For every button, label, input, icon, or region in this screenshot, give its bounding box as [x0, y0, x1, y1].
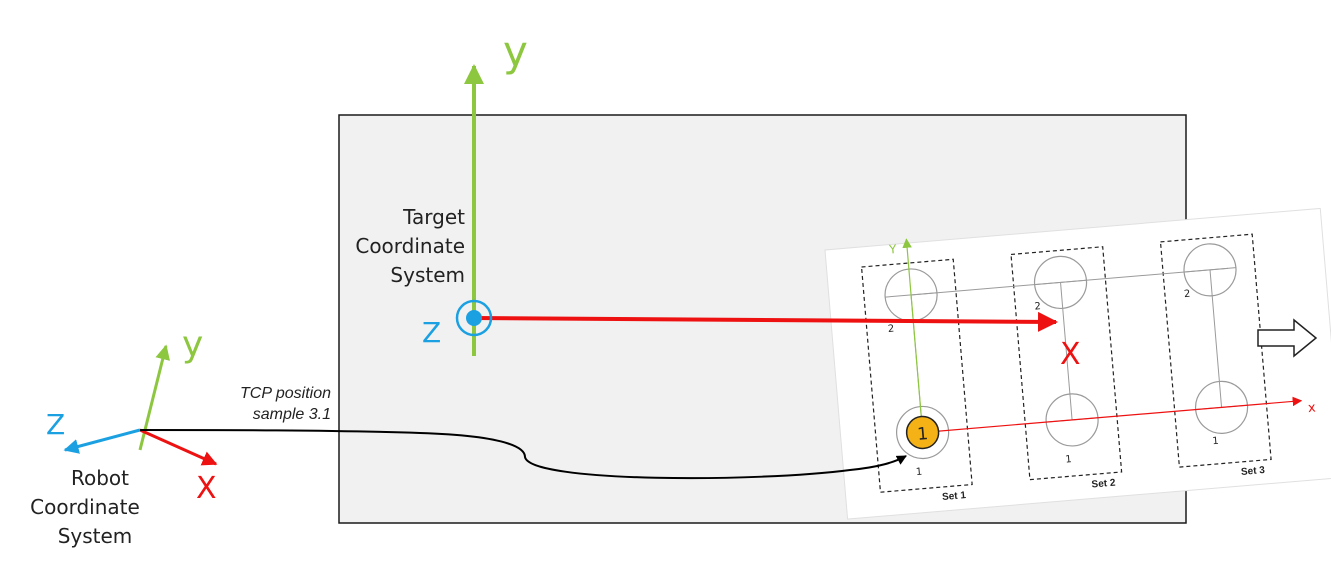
origin-marker-number: 1	[917, 424, 929, 445]
calibration-plate: x Y 1 2 1 2 1 2 1 Set 1 Set 2 Set 3	[824, 207, 1331, 520]
target-z-ring-icon	[455, 299, 493, 337]
set-2-label: Set 2	[1091, 477, 1116, 490]
robot-z-axis	[63, 428, 141, 454]
set-1-label: Set 1	[942, 490, 967, 503]
target-y-label: y	[503, 27, 528, 76]
plate-y-axis	[902, 238, 924, 433]
robot-x-label: X	[196, 471, 217, 506]
plate-sheet	[824, 207, 1331, 520]
target-z-label: Z	[422, 316, 441, 349]
set-1-box	[860, 258, 973, 493]
robot-cs-label-line3: System	[58, 524, 133, 548]
target-z-dot-icon	[466, 310, 482, 326]
set-3-box	[1159, 233, 1272, 468]
plate-x-axis	[922, 396, 1303, 434]
set-1-top-number: 2	[887, 324, 894, 335]
tcp-label-line2: sample 3.1	[253, 406, 331, 423]
tcp-connector-curve	[139, 429, 907, 480]
target-cs-label-line3: System	[390, 263, 465, 287]
set-1-bottom-number: 1	[915, 467, 922, 478]
robot-cs-label-line1: Robot	[71, 466, 129, 490]
set-3-label: Set 3	[1241, 465, 1266, 478]
plate-x-label: x	[1307, 400, 1316, 416]
set-2-top-number: 2	[1034, 301, 1041, 312]
set-3-circle-top-crosshair	[1184, 267, 1236, 273]
robot-x-axis	[139, 428, 218, 466]
target-cs-label-line1: Target	[402, 205, 465, 229]
origin-marker	[905, 415, 940, 450]
target-cs-label-line2: Coordinate	[355, 234, 465, 258]
set-2-circle-top-crosshair	[1034, 279, 1087, 286]
robot-z-label: Z	[46, 408, 65, 441]
direction-arrow-icon	[1257, 318, 1318, 358]
robot-cs-label-line2: Coordinate	[30, 495, 140, 519]
set-3-top-number: 2	[1184, 289, 1191, 300]
set-2-vertical-line	[1060, 282, 1073, 420]
plate-y-label: Y	[888, 242, 898, 257]
target-x-label: X	[1060, 337, 1081, 372]
robot-y-label: y	[182, 324, 203, 365]
target-x-axis	[473, 311, 1058, 332]
set-2-bottom-number: 1	[1065, 454, 1072, 465]
tcp-label-line1: TCP position	[240, 385, 331, 402]
set-3-vertical-line	[1209, 269, 1223, 408]
set-3-bottom-number: 1	[1212, 436, 1219, 447]
